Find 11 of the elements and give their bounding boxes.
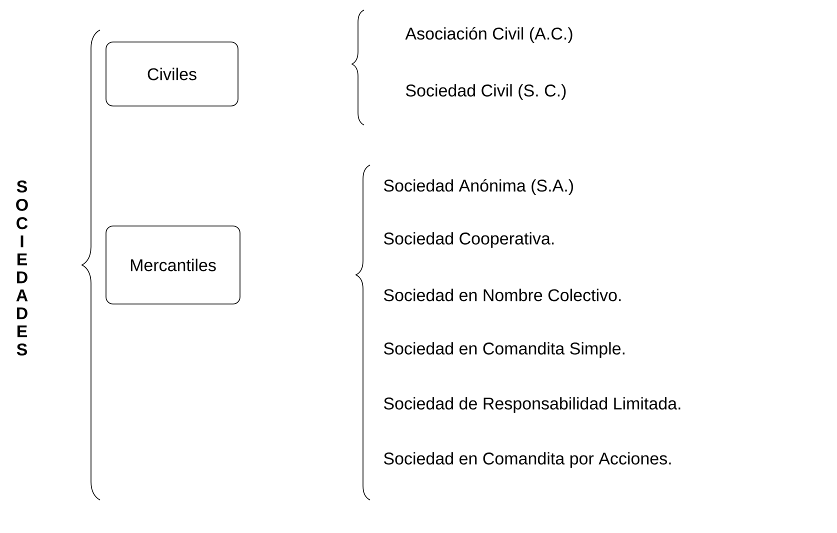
list-item: Sociedad en Comandita Simple. <box>384 342 624 358</box>
category-box: Civiles <box>106 42 238 106</box>
vertical-title: SOCIEDADES <box>16 180 28 356</box>
category-box: Mercantiles <box>106 226 240 304</box>
list-item: Sociedad Cooperativa. <box>384 232 554 248</box>
list-item: Sociedad en Comandita por Acciones. <box>384 452 671 468</box>
list-item: Asociación Civil (A.C.) <box>405 26 572 44</box>
list-item: Sociedad Civil (S. C.) <box>406 84 566 100</box>
list-item: Sociedad de Responsabilidad Limitada. <box>384 397 680 413</box>
list-item: Sociedad en Nombre Colectivo. <box>384 288 621 302</box>
list-item: Sociedad Anónima (S.A.) <box>384 178 573 196</box>
